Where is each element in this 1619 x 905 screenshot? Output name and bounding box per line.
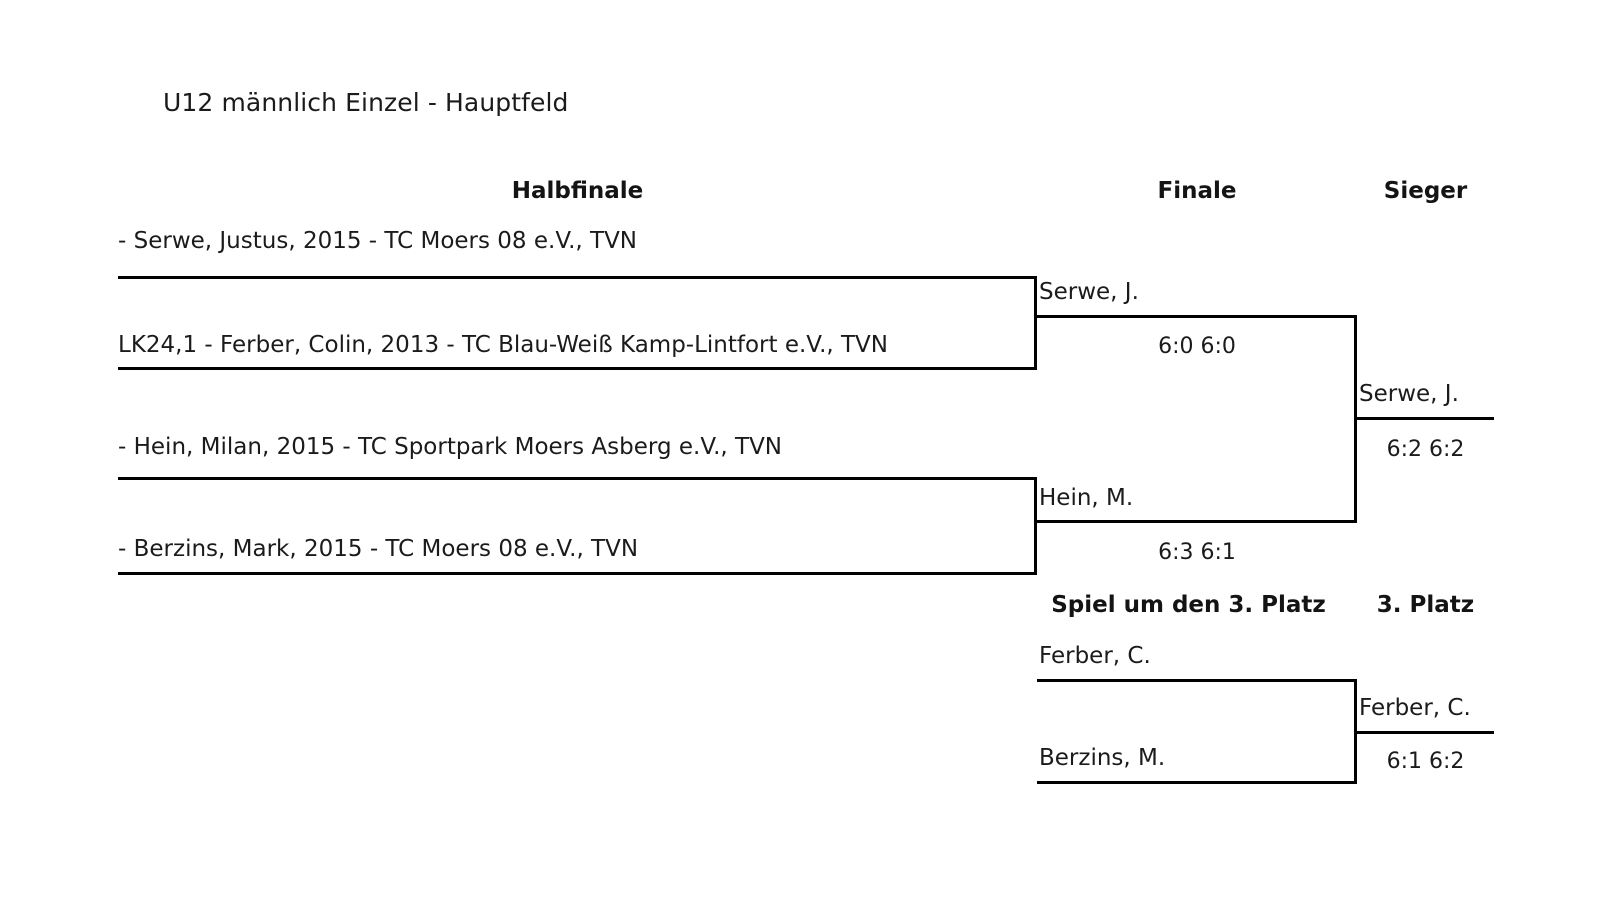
column-header-halbfinale: Halbfinale: [511, 178, 644, 204]
third-place-match-connector: [1354, 679, 1357, 784]
halbfinale-player-2[interactable]: LK24,1 - Ferber, Colin, 2013 - TC Blau-W…: [118, 332, 888, 358]
column-header-finale: Finale: [1157, 178, 1237, 204]
third-place-player-1-rule: [1037, 679, 1357, 682]
halbfinale-player-4[interactable]: - Berzins, Mark, 2015 - TC Moers 08 e.V.…: [118, 536, 639, 562]
page-title: U12 männlich Einzel - Hauptfeld: [163, 88, 569, 117]
halbfinale-player-1-rule: [118, 276, 1037, 279]
finale-match-connector: [1354, 315, 1357, 523]
sieger-player[interactable]: Serwe, J.: [1359, 381, 1459, 407]
finale-score-2: 6:3 6:1: [1158, 540, 1236, 565]
finale-player-1[interactable]: Serwe, J.: [1039, 279, 1139, 305]
finale-player-2-rule: [1037, 520, 1357, 523]
column-header-3-platz: 3. Platz: [1376, 592, 1475, 618]
finale-player-1-rule: [1037, 315, 1357, 318]
halbfinale-player-3-rule: [118, 477, 1037, 480]
column-header-spiel-um-den-3-platz: Spiel um den 3. Platz: [1051, 592, 1326, 618]
third-place-winner-rule: [1357, 731, 1494, 734]
sieger-rule: [1357, 417, 1494, 420]
finale-player-2[interactable]: Hein, M.: [1039, 485, 1134, 511]
halbfinale-player-4-rule: [118, 572, 1037, 575]
halbfinale-match-2-connector: [1034, 477, 1037, 575]
third-place-winner[interactable]: Ferber, C.: [1359, 695, 1471, 721]
third-place-player-2[interactable]: Berzins, M.: [1039, 745, 1166, 771]
third-place-score: 6:1 6:2: [1386, 749, 1465, 774]
sieger-score: 6:2 6:2: [1386, 437, 1465, 462]
halbfinale-match-1-connector: [1034, 276, 1037, 370]
third-place-player-2-rule: [1037, 781, 1357, 784]
halbfinale-player-3[interactable]: - Hein, Milan, 2015 - TC Sportpark Moers…: [118, 434, 783, 460]
finale-score-1: 6:0 6:0: [1158, 334, 1236, 359]
halbfinale-player-2-rule: [118, 367, 1037, 370]
column-header-sieger: Sieger: [1383, 178, 1468, 204]
halbfinale-player-1[interactable]: - Serwe, Justus, 2015 - TC Moers 08 e.V.…: [118, 228, 638, 254]
third-place-player-1[interactable]: Ferber, C.: [1039, 643, 1151, 669]
